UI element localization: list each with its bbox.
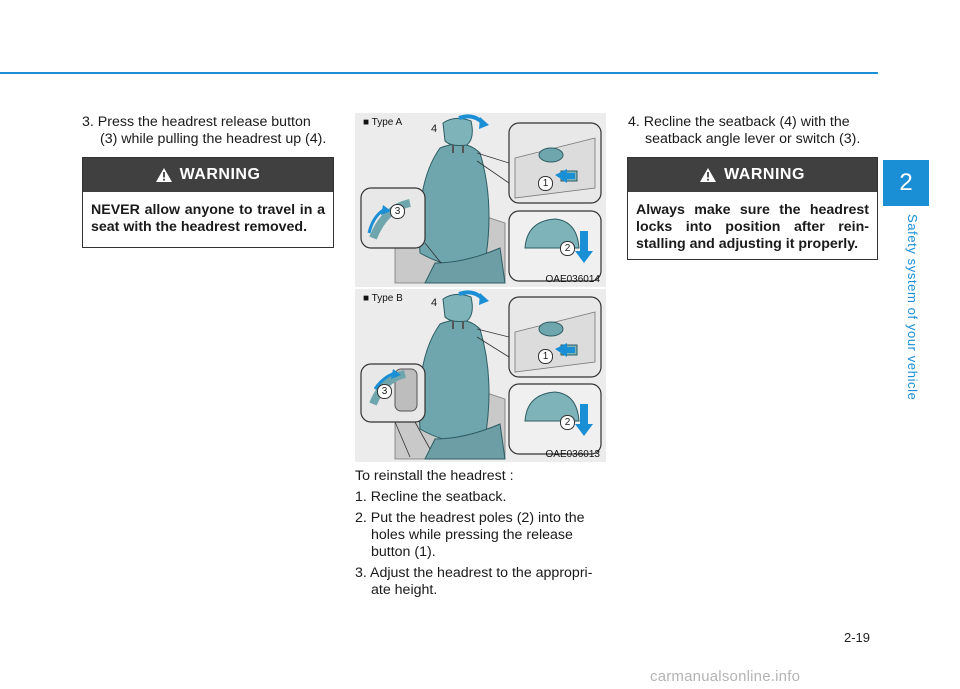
header-rule [0,72,878,74]
step-number: 1. [355,489,367,505]
callout-1: 1 [538,349,553,364]
seat-illustration-a [360,114,602,284]
step-text: Press the headrest release button [97,114,311,130]
reinstall-step-3-line2: ate height. [371,582,438,598]
callout-2: 2 [560,241,575,256]
figure-type-b: ■ Type B 4 1 3 2 OAE036013 [355,289,606,462]
warning-text: NEVER allow anyone to travel in a seat w… [91,202,325,235]
figure-type-a: ■ Type A 4 1 2 3 OAE036014 [355,113,606,287]
section-number: 2 [899,169,913,196]
warning-triangle-icon [700,168,717,182]
step-text: Adjust the headrest to the appropri- [370,565,593,581]
warning-box-left: WARNING NEVER allow anyone to travel in … [82,157,334,248]
step-number: 3. [82,114,94,130]
callout-3: 3 [377,384,392,399]
warning-header: WARNING [83,158,333,192]
step-4-continued: seatback angle lever or switch (3). [645,131,861,147]
step-number: 4. [628,114,640,130]
step-text: Put the headrest poles (2) into the [370,510,585,526]
page-number: 2-19 [844,630,871,645]
figure-code: OAE036013 [545,449,601,460]
step-number: 3. [355,565,367,581]
callout-2: 2 [560,415,575,430]
figure-code: OAE036014 [545,274,601,285]
warning-header: WARNING [628,158,877,192]
seat-illustration-b [360,290,602,460]
section-number-tab: 2 [883,160,929,206]
step-number: 2. [355,510,367,526]
step-4-recline: 4. Recline the seatback (4) with the [628,114,878,131]
warning-text: Always make sure the headrest locks into… [636,202,869,252]
reinstall-step-2: 2. Put the headrest poles (2) into the [355,510,605,527]
warning-triangle-icon [155,168,172,182]
reinstall-step-2-line2: holes while pressing the release [371,527,573,543]
step-text: Recline the seatback. [370,489,507,505]
reinstall-step-2-line3: button (1). [371,544,436,560]
callout-3: 3 [390,204,405,219]
figure-label: ■ Type B [363,293,403,304]
warning-title: WARNING [724,166,805,183]
callout-4: 4 [431,297,438,309]
warning-title: WARNING [179,166,261,183]
reinstall-step-3: 3. Adjust the headrest to the appropri- [355,565,605,582]
watermark: carmanualsonline.info [650,668,801,685]
step-text: (3) while pulling the headrest up (4). [100,131,327,147]
section-title: Safety system of your vehicle [905,214,920,401]
section-title-vertical: Safety system of your vehicle [905,214,920,404]
warning-box-right: WARNING Always make sure the headrest lo… [627,157,878,260]
callout-1: 1 [538,176,553,191]
reinstall-step-1: 1. Recline the seatback. [355,489,607,506]
step-text: Recline the seatback (4) with the [643,114,850,130]
callout-4: 4 [431,123,438,135]
step-3-release: 3. Press the headrest release button [82,114,334,131]
step-3-continued: (3) while pulling the headrest up (4). [100,131,340,148]
reinstall-title: To reinstall the headrest : [355,468,514,484]
figure-label: ■ Type A [363,117,403,128]
